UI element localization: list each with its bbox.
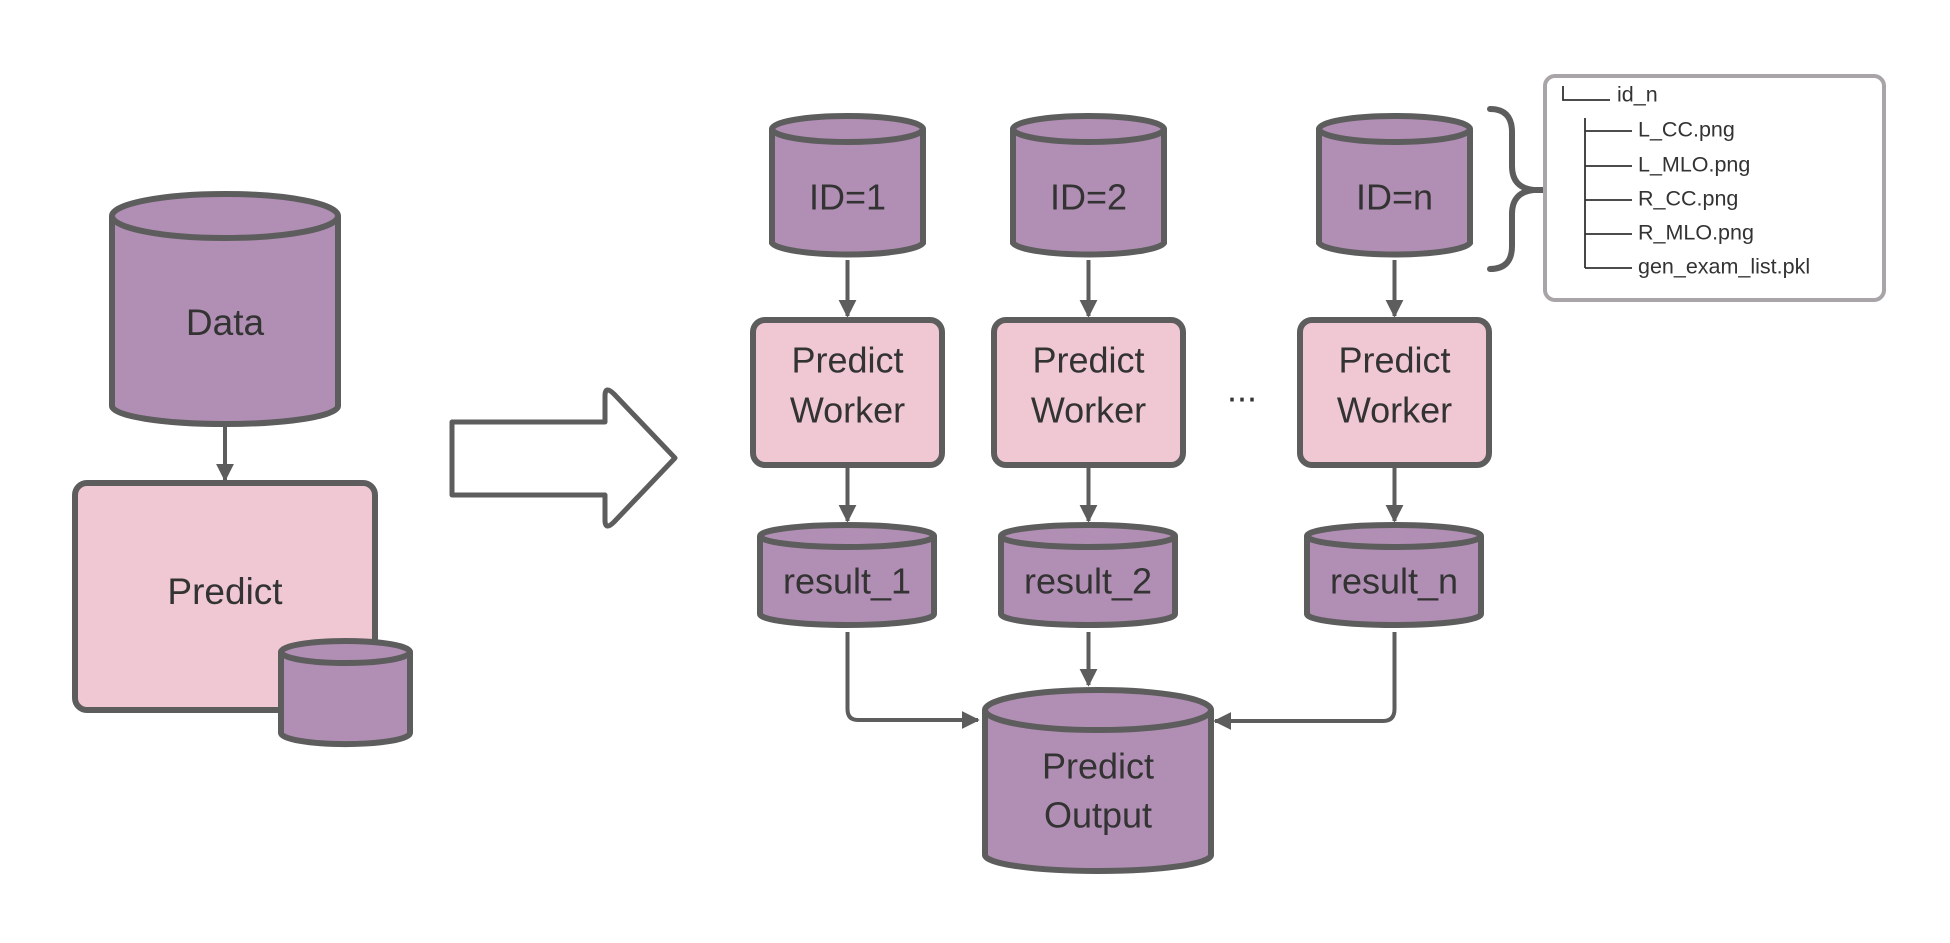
result-cylinder-2: result_2 xyxy=(998,522,1178,628)
result-label-1: result_1 xyxy=(783,561,911,602)
tree-item-gen-exam-list: gen_exam_list.pkl xyxy=(1638,255,1810,279)
result-label-2: result_2 xyxy=(1024,561,1152,602)
worker-label-n-line1: Predict xyxy=(1338,340,1450,381)
worker-label-1-line1: Predict xyxy=(791,340,903,381)
tree-item-id_n: id_n xyxy=(1617,83,1658,107)
arrow-result1-to-output xyxy=(845,632,980,729)
worker-box-2: Predict Worker xyxy=(991,317,1186,468)
tree-item-l-mlo: L_MLO.png xyxy=(1638,153,1750,177)
curly-brace xyxy=(1487,106,1553,272)
result-cylinder-n: result_n xyxy=(1304,522,1484,628)
ellipsis: ... xyxy=(1227,369,1257,410)
output-cylinder: Predict Output xyxy=(982,687,1214,874)
worker-box-1: Predict Worker xyxy=(750,317,945,468)
input-label-1: ID=1 xyxy=(809,177,886,218)
input-cylinder-n: ID=n xyxy=(1316,113,1473,258)
input-cylinder-2: ID=2 xyxy=(1010,113,1167,258)
file-tree-panel: id_n L_CC.png L_MLO.png R_CC.png R_MLO.p… xyxy=(1543,74,1886,302)
arrow-resultn-to-output xyxy=(1213,632,1397,730)
tree-item-r-mlo: R_MLO.png xyxy=(1638,221,1754,245)
worker-box-n: Predict Worker xyxy=(1297,317,1492,468)
output-label-line2: Output xyxy=(1044,795,1152,836)
worker-label-2-line2: Worker xyxy=(1031,390,1146,431)
tree-connectors xyxy=(1562,86,1632,269)
output-label-line1: Predict xyxy=(1042,746,1154,787)
input-cylinder-1: ID=1 xyxy=(769,113,926,258)
data-label: Data xyxy=(186,302,265,343)
input-label-n: ID=n xyxy=(1356,177,1433,218)
tree-item-r-cc: R_CC.png xyxy=(1638,187,1738,211)
worker-label-n-line2: Worker xyxy=(1337,390,1452,431)
predict-label: Predict xyxy=(167,571,283,612)
data-cylinder: Data xyxy=(109,191,341,427)
predict-small-cylinder xyxy=(278,638,413,748)
result-cylinder-1: result_1 xyxy=(757,522,937,628)
result-label-n: result_n xyxy=(1330,561,1458,602)
transform-arrow xyxy=(449,387,678,529)
worker-label-2-line1: Predict xyxy=(1032,340,1144,381)
tree-item-l-cc: L_CC.png xyxy=(1638,118,1735,142)
worker-label-1-line2: Worker xyxy=(790,390,905,431)
input-label-2: ID=2 xyxy=(1050,177,1127,218)
